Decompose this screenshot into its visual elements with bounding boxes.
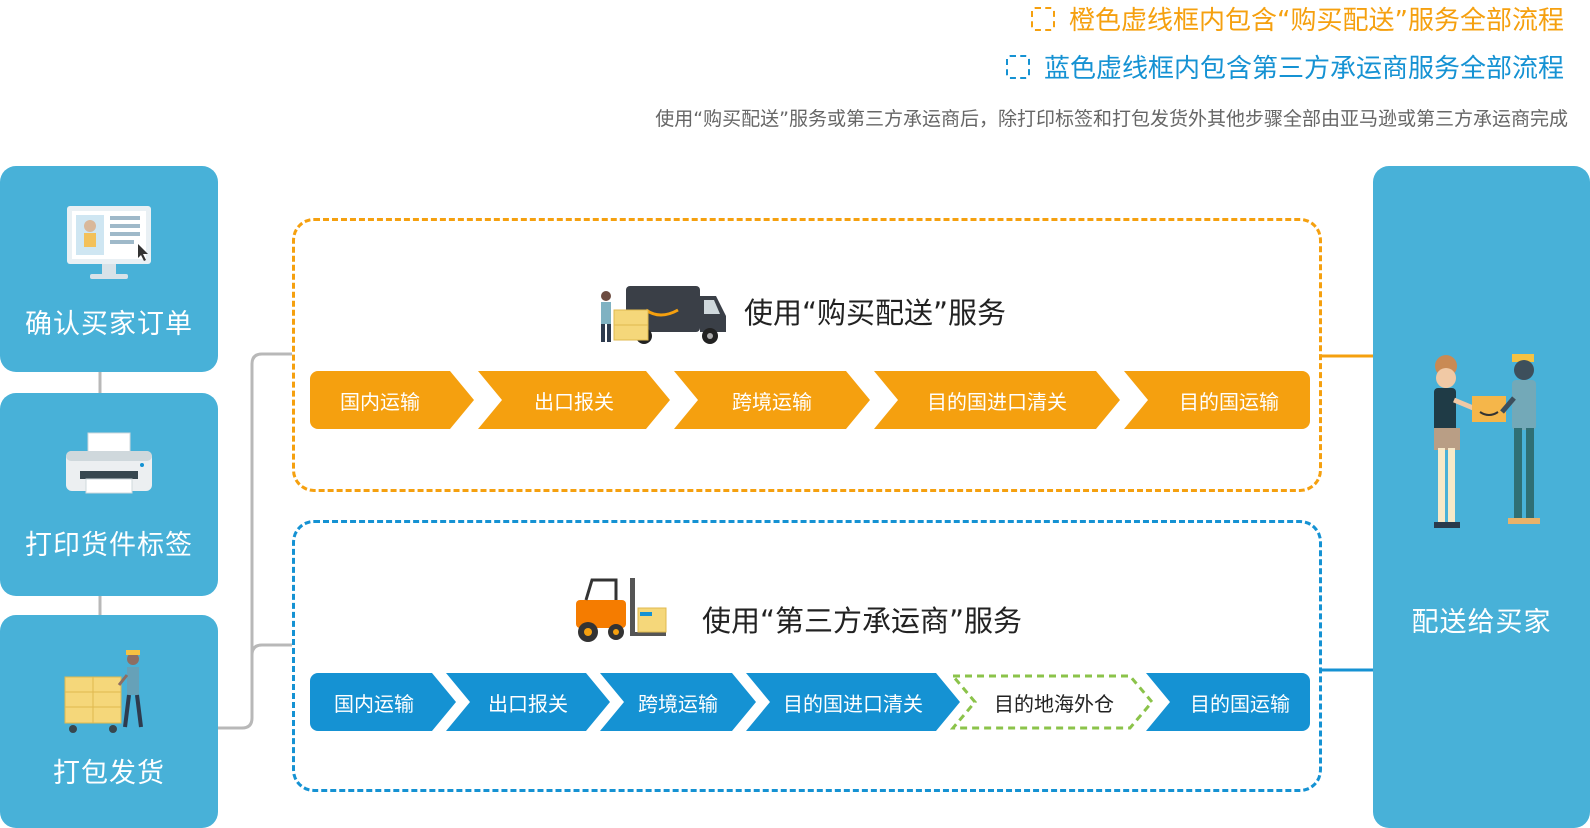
legend-orange: 橙色虚线框内包含“购买配送”服务全部流程 bbox=[1031, 0, 1564, 37]
blue-dashed-swatch bbox=[1005, 54, 1030, 79]
blue-step-5: 目的地海外仓 bbox=[994, 691, 1114, 716]
forklift-icon bbox=[572, 578, 672, 648]
orange-step-5: 目的国运输 bbox=[1124, 371, 1310, 429]
blue-step-6: 目的国运输 bbox=[1146, 673, 1310, 731]
legend-blue-text: 蓝色虚线框内包含第三方承运商服务全部流程 bbox=[1043, 54, 1564, 84]
blue-step-4: 目的国进口清关 bbox=[746, 673, 960, 731]
printer-icon bbox=[64, 431, 154, 505]
orange-step-1: 国内运输 bbox=[310, 371, 474, 429]
legend-blue: 蓝色虚线框内包含第三方承运商服务全部流程 bbox=[1005, 48, 1564, 85]
delivery-van-icon bbox=[598, 282, 728, 350]
step-label-pack: 打包发货 bbox=[53, 758, 165, 789]
orange-service-frame bbox=[292, 218, 1322, 492]
step-confirm-order: 确认买家订单 bbox=[0, 166, 218, 372]
overseas-warehouse-shape bbox=[950, 674, 1154, 730]
orange-step-3: 跨境运输 bbox=[674, 371, 870, 429]
process-note: 使用“购买配送”服务或第三方承运商后，除打印标签和打包发货外其他步骤全部由亚马逊… bbox=[655, 108, 1568, 130]
blue-step-3: 跨境运输 bbox=[600, 673, 756, 731]
blue-service-frame bbox=[292, 520, 1322, 792]
blue-step-1: 国内运输 bbox=[310, 673, 456, 731]
blue-service-title: 使用“第三方承运商”服务 bbox=[702, 604, 1023, 638]
step-label-confirm: 确认买家订单 bbox=[25, 309, 193, 340]
step-label-deliver: 配送给买家 bbox=[1411, 607, 1552, 638]
orange-dashed-swatch bbox=[1031, 6, 1056, 31]
computer-order-icon bbox=[64, 204, 154, 288]
orange-step-4: 目的国进口清关 bbox=[874, 371, 1120, 429]
orange-service-title: 使用“购买配送”服务 bbox=[744, 296, 1007, 330]
step-print-label: 打印货件标签 bbox=[0, 393, 218, 596]
blue-step-2: 出口报关 bbox=[446, 673, 610, 731]
step-label-print: 打印货件标签 bbox=[25, 530, 193, 561]
worker-cart-icon bbox=[61, 647, 157, 739]
step-pack-ship: 打包发货 bbox=[0, 615, 218, 828]
orange-step-2: 出口报关 bbox=[478, 371, 670, 429]
legend-orange-text: 橙色虚线框内包含“购买配送”服务全部流程 bbox=[1069, 6, 1564, 36]
delivery-handoff-icon bbox=[1412, 352, 1552, 556]
step-deliver-buyer: 配送给买家 bbox=[1373, 166, 1590, 828]
